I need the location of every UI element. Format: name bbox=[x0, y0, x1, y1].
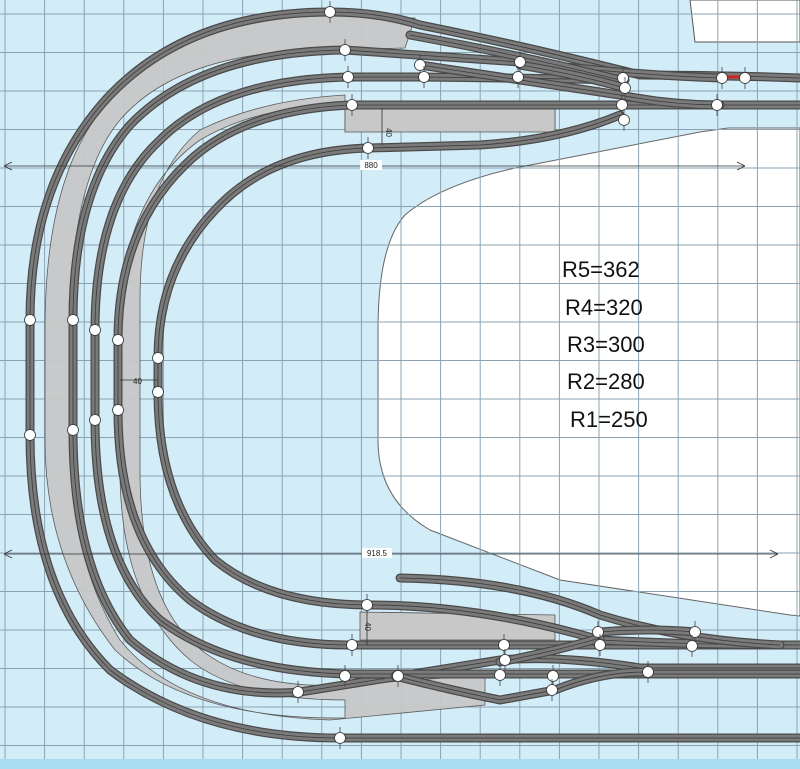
rail-joint[interactable] bbox=[67, 314, 79, 326]
rail-joint[interactable] bbox=[292, 686, 304, 698]
rail-joint[interactable] bbox=[594, 639, 606, 651]
rail-joint[interactable] bbox=[642, 666, 654, 678]
dim-bottom-width-label: 918.5 bbox=[367, 549, 388, 558]
track-r1 bbox=[157, 114, 800, 646]
platform-top bbox=[344, 107, 556, 133]
rail-joint[interactable] bbox=[112, 334, 124, 346]
rail-joint[interactable] bbox=[334, 732, 346, 744]
rail-joint[interactable] bbox=[686, 640, 698, 652]
rail-joint[interactable] bbox=[616, 99, 628, 111]
rail-joint[interactable] bbox=[339, 670, 351, 682]
rail-joint[interactable] bbox=[324, 6, 336, 18]
radius-legend: R5=362 R4=320 R3=300 R2=280 R1=250 bbox=[562, 257, 648, 432]
track-siding-top-1 bbox=[409, 34, 621, 81]
rail-joint[interactable] bbox=[362, 142, 374, 154]
rail-joint[interactable] bbox=[89, 324, 101, 336]
rail-joint[interactable] bbox=[152, 352, 164, 364]
radius-r4-label: R4=320 bbox=[565, 295, 643, 320]
rail-joint[interactable] bbox=[617, 72, 629, 84]
dimension-spacing-middle: 40 bbox=[120, 377, 158, 386]
rail-joint[interactable] bbox=[112, 404, 124, 416]
track-siding-bottom-3 bbox=[394, 671, 646, 701]
rail-joint[interactable] bbox=[89, 414, 101, 426]
rail-joint[interactable] bbox=[499, 654, 511, 666]
rail-joint[interactable] bbox=[342, 71, 354, 83]
track-siding-bottom-2 bbox=[499, 637, 601, 663]
track-r5 bbox=[29, 11, 800, 739]
rail-joint[interactable] bbox=[339, 44, 351, 56]
track-siding-bottom-4 bbox=[599, 629, 696, 633]
rail-joint[interactable] bbox=[494, 669, 506, 681]
track-siding-top-3 bbox=[519, 64, 626, 89]
dim-top-width-label: 880 bbox=[364, 161, 378, 170]
rail-joint[interactable] bbox=[24, 429, 36, 441]
dim-middle-spacing-label: 40 bbox=[133, 377, 142, 386]
rail-joint[interactable] bbox=[546, 684, 558, 696]
dim-lower-spacing-label: 40 bbox=[363, 622, 372, 631]
rail-joint[interactable] bbox=[592, 626, 604, 638]
track-r3 bbox=[94, 76, 800, 675]
radius-r1-label: R1=250 bbox=[570, 407, 648, 432]
radius-r5-label: R5=362 bbox=[562, 257, 640, 282]
rail-joint[interactable] bbox=[547, 670, 559, 682]
dimension-spacing-upper: 40 bbox=[381, 108, 393, 145]
dimension-bottom: 918.5 bbox=[3, 548, 779, 559]
rail-joint[interactable] bbox=[361, 599, 373, 611]
rail-joints bbox=[24, 1, 751, 749]
track-r4 bbox=[72, 49, 800, 694]
rail-joint[interactable] bbox=[512, 71, 524, 83]
rail-joint[interactable] bbox=[152, 386, 164, 398]
rail-joint[interactable] bbox=[711, 99, 723, 111]
track-siding-bottom-1 bbox=[399, 577, 781, 646]
rail-joint[interactable] bbox=[346, 639, 358, 651]
top-right-cutout bbox=[689, 0, 800, 43]
rail-joint[interactable] bbox=[689, 626, 701, 638]
rail-joint[interactable] bbox=[24, 314, 36, 326]
dimension-top: 880 bbox=[3, 160, 746, 171]
track-siding-top-2 bbox=[419, 64, 721, 106]
rail-joint[interactable] bbox=[716, 72, 728, 84]
rail-joint[interactable] bbox=[346, 99, 358, 111]
rail-joint[interactable] bbox=[414, 59, 426, 71]
radius-r3-label: R3=300 bbox=[567, 332, 645, 357]
rail-joint[interactable] bbox=[739, 72, 751, 84]
rail-joint[interactable] bbox=[418, 71, 430, 83]
rail-joint[interactable] bbox=[619, 82, 631, 94]
center-cutout bbox=[377, 127, 800, 617]
dim-upper-spacing-label: 40 bbox=[384, 128, 393, 137]
bottom-edge-strip bbox=[0, 759, 800, 769]
radius-r2-label: R2=280 bbox=[567, 369, 645, 394]
rail-joint[interactable] bbox=[67, 424, 79, 436]
rail-joint[interactable] bbox=[498, 639, 510, 651]
rail-joint[interactable] bbox=[392, 670, 404, 682]
rail-joint[interactable] bbox=[618, 114, 630, 126]
rail-joint[interactable] bbox=[514, 56, 526, 68]
